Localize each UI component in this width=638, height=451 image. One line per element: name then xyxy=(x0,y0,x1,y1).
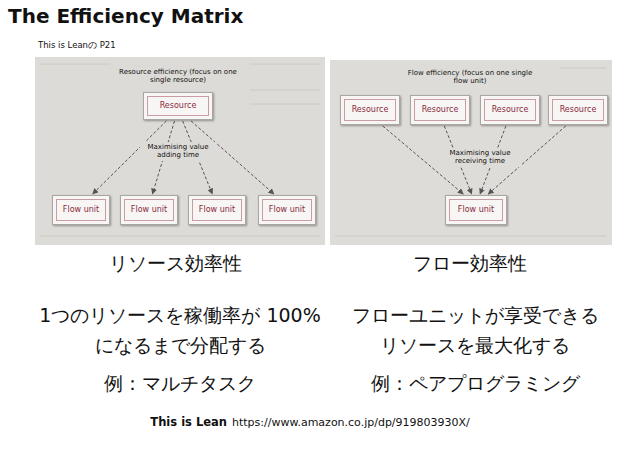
concept-description: フローユニットが享受できる リソースを最大化する xyxy=(325,300,625,361)
box-label: Flow unit xyxy=(131,206,167,215)
process-box: Resource xyxy=(548,95,608,125)
process-box: Resource xyxy=(410,95,470,125)
faint-print-lines xyxy=(40,64,606,236)
source-url: https://www.amazon.co.jp/dp/919803930X/ xyxy=(232,416,470,430)
box-label: Resource xyxy=(160,102,197,111)
process-box: Flow unit xyxy=(188,195,246,225)
box-label: Resource xyxy=(352,106,389,115)
process-box: Flow unit xyxy=(52,195,110,225)
process-box: Resource xyxy=(480,95,540,125)
process-box: Flow unit xyxy=(258,195,316,225)
process-box: Flow unit xyxy=(120,195,178,225)
book-page-photo xyxy=(35,57,325,245)
box-label: Flow unit xyxy=(63,206,99,215)
concept-name: フロー効率性 xyxy=(350,252,590,276)
panel-heading: Resource efficiency (focus on one single… xyxy=(108,68,248,85)
box-label: Flow unit xyxy=(269,206,305,215)
fan-label: Maximising value adding time xyxy=(140,142,216,161)
concept-name: リソース効率性 xyxy=(55,252,295,276)
example-text: 例：マルチタスク xyxy=(40,372,320,396)
fan-label: Maximising value receiving time xyxy=(438,148,522,167)
box-label: Flow unit xyxy=(199,206,235,215)
box-label: Flow unit xyxy=(458,206,494,215)
process-box: Flow unit xyxy=(445,195,507,225)
page-reference: This is Leanの P21 xyxy=(38,40,116,51)
box-label: Resource xyxy=(492,106,529,115)
process-box: Resource xyxy=(143,92,213,120)
concept-description: 1つのリソースを稼働率が 100%になるまで分配する xyxy=(35,300,325,361)
book-page-photo xyxy=(330,60,612,245)
caption: This is Lean xyxy=(150,415,227,429)
box-label: Resource xyxy=(422,106,459,115)
title: The Efficiency Matrix xyxy=(8,4,243,28)
process-box: Resource xyxy=(340,95,400,125)
panel-heading: Flow efficiency (focus on one single flo… xyxy=(400,69,540,86)
example-text: 例：ペアプログラミング xyxy=(325,372,625,396)
box-label: Resource xyxy=(560,106,597,115)
